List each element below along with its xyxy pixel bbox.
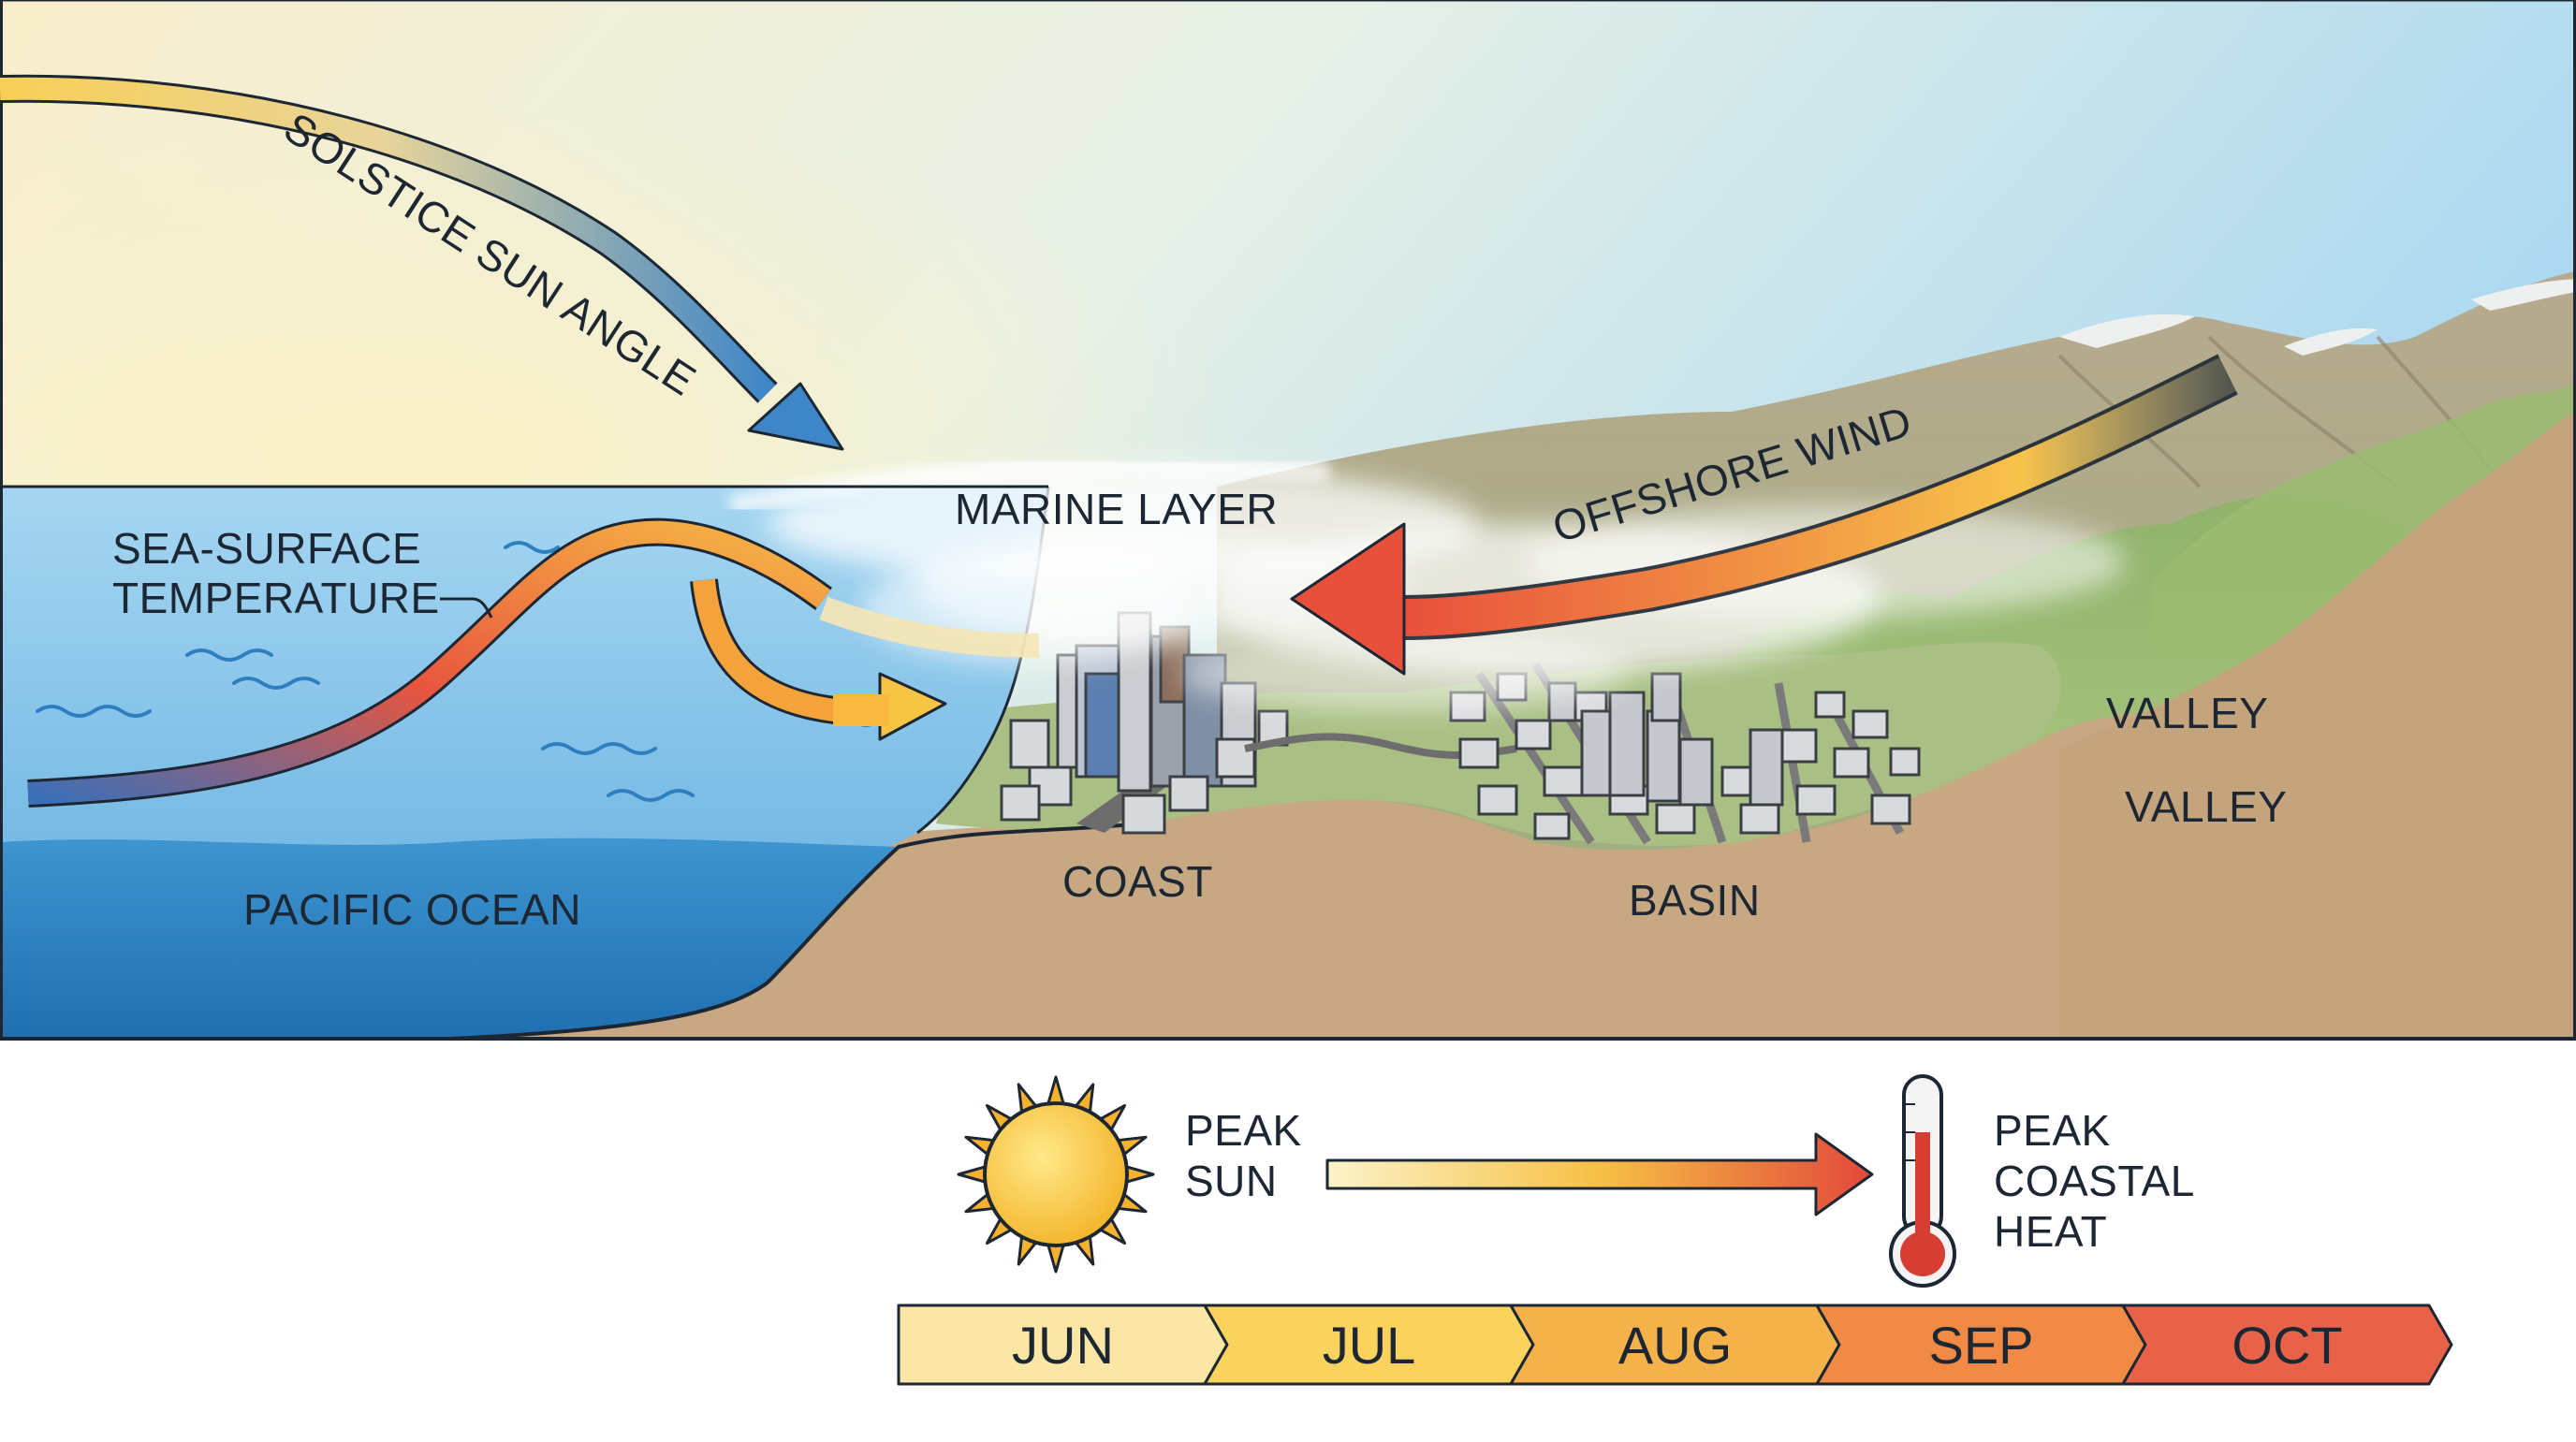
sst-leader-line [440,597,493,619]
peak-heat-line1: PEAK [1994,1106,2111,1155]
timeline-label-aug: AUG [1618,1316,1732,1375]
sst-label-line2: TEMPERATURE [112,574,440,622]
basin-city [1449,662,1921,845]
sun-icon [957,1075,1155,1274]
marine-layer-edge [728,455,1330,516]
snow-cap [2284,328,2378,356]
offshore-wind-arrow [1290,354,2238,676]
peak-sun-line2: SUN [1185,1157,1278,1205]
brown-ridge [2059,412,2576,1039]
month-timeline: JUN JUL AUG SEP OCT [897,1304,2453,1386]
snow-cap [2471,279,2576,311]
timeline-segment-oct [2121,1304,2453,1386]
valley-lower-label: VALLEY [2125,782,2287,831]
valley-upper-label: VALLEY [2106,689,2268,737]
solstice-arrow [0,74,844,451]
pacific-ocean-label: PACIFIC OCEAN [243,885,581,934]
timeline-label-jul: JUL [1323,1316,1416,1375]
marine-layer-label: MARINE LAYER [955,485,1278,533]
timeline-label-sep: SEP [1928,1316,2033,1375]
ocean [0,487,1048,917]
snow-cap [2059,314,2195,348]
peak-heat-line2: COASTAL [1994,1157,2195,1205]
thermometer-icon [1889,1074,1956,1288]
sst-label-line1: SEA-SURFACE [112,524,421,573]
basin-label: BASIN [1629,876,1761,925]
coast-edge [448,822,1143,1041]
peak-shift-arrow [1325,1132,1874,1216]
ocean-deep [0,838,899,1039]
timeline-label-oct: OCT [2232,1316,2342,1375]
land [449,552,2576,1039]
peak-heat-line3: HEAT [1994,1207,2107,1256]
coast-label: COAST [1062,857,1213,906]
timeline-label-jun: JUN [1012,1316,1114,1375]
sst-arrow [27,517,1040,808]
peak-sun-line1: PEAK [1185,1106,1302,1155]
